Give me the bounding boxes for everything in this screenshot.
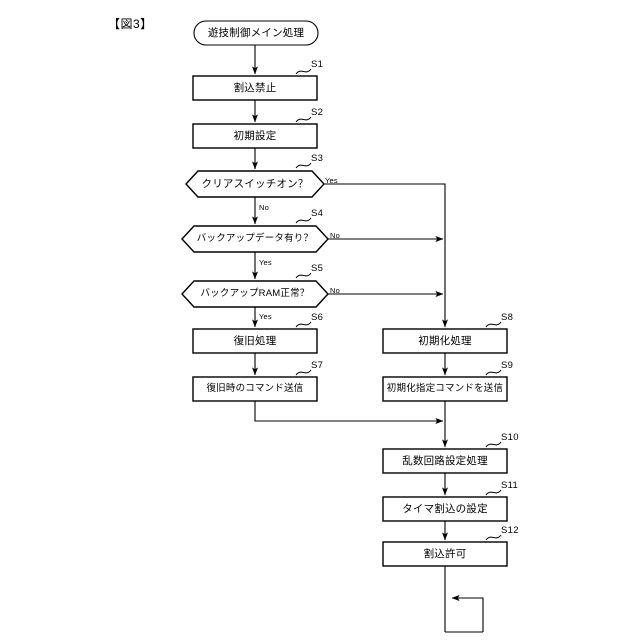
node-s6-shape bbox=[192, 328, 318, 354]
edge-label-s5-yes: Yes bbox=[259, 312, 272, 321]
step-tag-s12: S12 bbox=[501, 525, 519, 536]
leader-s1 bbox=[295, 68, 312, 75]
leader-s5 bbox=[295, 272, 312, 279]
step-tag-s8: S8 bbox=[501, 312, 514, 323]
node-s7-shape bbox=[192, 376, 318, 402]
node-s4-shape bbox=[181, 225, 329, 253]
node-s5-shape bbox=[181, 280, 329, 308]
step-tag-s2: S2 bbox=[311, 107, 324, 118]
node-s2-shape bbox=[192, 123, 318, 149]
figure-label: 【図3】 bbox=[108, 17, 153, 31]
step-tag-s4: S4 bbox=[311, 208, 324, 219]
step-tag-s9: S9 bbox=[501, 360, 514, 371]
step-tag-s1: S1 bbox=[311, 59, 324, 70]
leader-s4 bbox=[295, 217, 312, 224]
edge-s7-merge-to-trunk bbox=[254, 401, 444, 424]
edge-label-s4-yes: Yes bbox=[259, 258, 272, 267]
step-tag-s7: S7 bbox=[311, 360, 324, 371]
node-s11-shape bbox=[382, 496, 508, 522]
leader-s8 bbox=[485, 321, 502, 328]
node-s12-shape bbox=[382, 541, 508, 567]
node-s1-shape bbox=[192, 75, 318, 101]
leader-s2 bbox=[295, 116, 312, 123]
edge-label-s3-yes: Yes bbox=[325, 176, 338, 185]
step-tag-s5: S5 bbox=[311, 263, 324, 274]
edge-s3-yes-to-trunk bbox=[324, 183, 448, 328]
leader-s3 bbox=[295, 162, 312, 169]
leader-s11 bbox=[485, 489, 502, 496]
edge-label-s3-no: No bbox=[259, 203, 269, 212]
leader-s6 bbox=[295, 321, 312, 328]
leader-s9 bbox=[485, 369, 502, 376]
leader-lines bbox=[295, 68, 502, 541]
edge-label-s5-no: No bbox=[330, 286, 340, 295]
node-start-shape bbox=[193, 20, 319, 46]
step-tag-s11: S11 bbox=[501, 480, 519, 491]
step-tag-s6: S6 bbox=[311, 312, 324, 323]
node-s8-shape bbox=[382, 328, 508, 354]
step-tag-s3: S3 bbox=[311, 153, 324, 164]
leader-s7 bbox=[295, 369, 312, 376]
leader-s10 bbox=[485, 441, 502, 448]
leader-s12 bbox=[485, 534, 502, 541]
edge-label-s4-no: No bbox=[330, 231, 340, 240]
step-tag-s10: S10 bbox=[501, 432, 519, 443]
node-s10-shape bbox=[382, 448, 508, 474]
node-s9-shape bbox=[382, 376, 508, 402]
node-s3-shape bbox=[185, 170, 325, 198]
edge-loop-back bbox=[451, 595, 484, 632]
